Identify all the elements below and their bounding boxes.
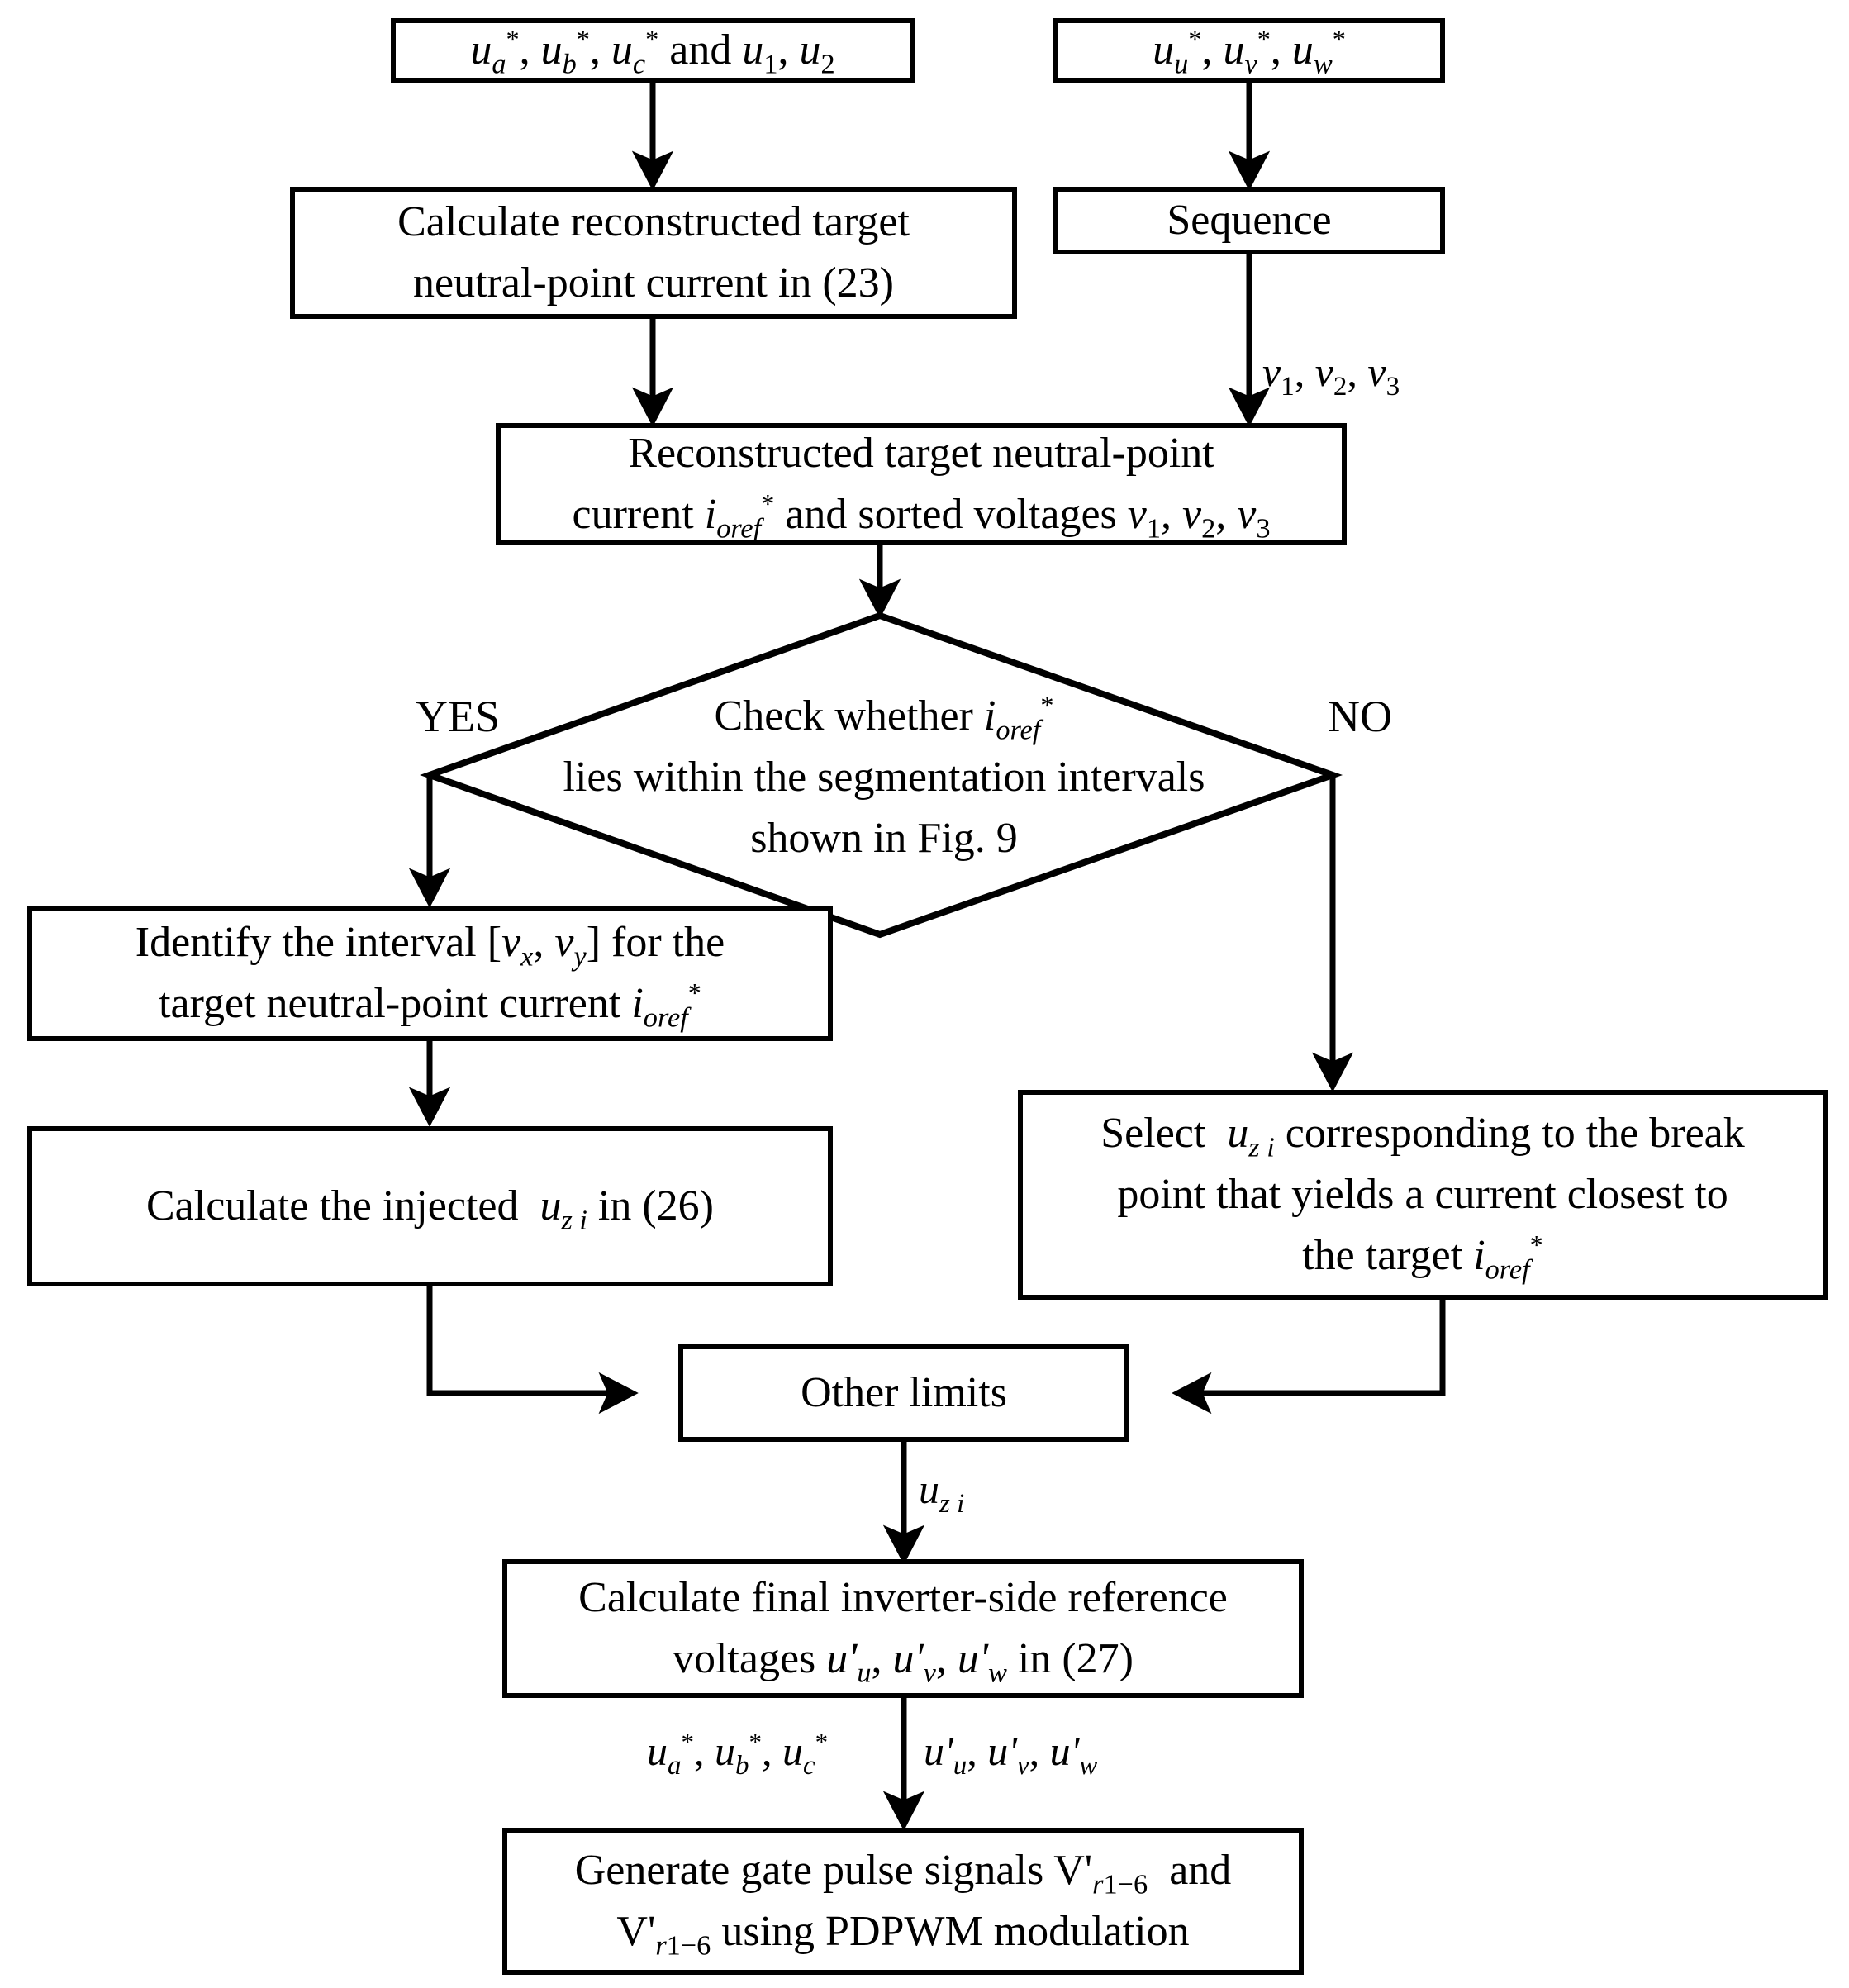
node-input-abc[interactable]: ua*, ub*, uc* and u1, u2 <box>391 18 915 83</box>
edge-label-yes: YES <box>416 692 500 741</box>
edge-select-to-otherlimits <box>1172 1300 1446 1415</box>
edge-label-primes-text: u'u, u'v, u'w <box>924 1728 1098 1781</box>
node-input-abc-label: ua*, ub*, uc* and u1, u2 <box>470 24 835 80</box>
node-decision-check-label: Check whether ioref*lies within the segm… <box>563 690 1205 862</box>
edge-label-primes: u'u, u'v, u'w <box>924 1728 1098 1781</box>
node-other-limits-label: Other limits <box>801 1369 1007 1417</box>
node-decision-check[interactable]: Check whether ioref*lies within the segm… <box>529 686 1239 868</box>
edge-label-refs: ua*, ub*, uc* <box>647 1727 829 1781</box>
node-input-uvw-label: uu*, uv*, uw* <box>1153 24 1346 80</box>
edge-label-no-text: NO <box>1328 692 1392 741</box>
edge-label-no: NO <box>1328 692 1392 741</box>
edge-label-v123-text: v1, v2, v3 <box>1262 349 1400 402</box>
node-other-limits[interactable]: Other limits <box>678 1344 1129 1442</box>
edge-label-uzi: uz i <box>919 1466 965 1519</box>
edge-label-uzi-text: uz i <box>919 1466 965 1519</box>
node-calc-injected[interactable]: Calculate the injected uz i in (26) <box>27 1126 833 1286</box>
node-input-uvw[interactable]: uu*, uv*, uw* <box>1053 18 1445 83</box>
edge-label-v123: v1, v2, v3 <box>1262 349 1400 402</box>
edge-label-yes-text: YES <box>416 692 501 741</box>
node-sequence-label: Sequence <box>1167 197 1332 245</box>
node-sequence[interactable]: Sequence <box>1053 187 1445 254</box>
edge-label-refs-text: ua*, ub*, uc* <box>647 1727 829 1781</box>
node-calc-injected-label: Calculate the injected uz i in (26) <box>145 1182 715 1236</box>
edge-calcinjected-to-otherlimits <box>426 1286 639 1415</box>
